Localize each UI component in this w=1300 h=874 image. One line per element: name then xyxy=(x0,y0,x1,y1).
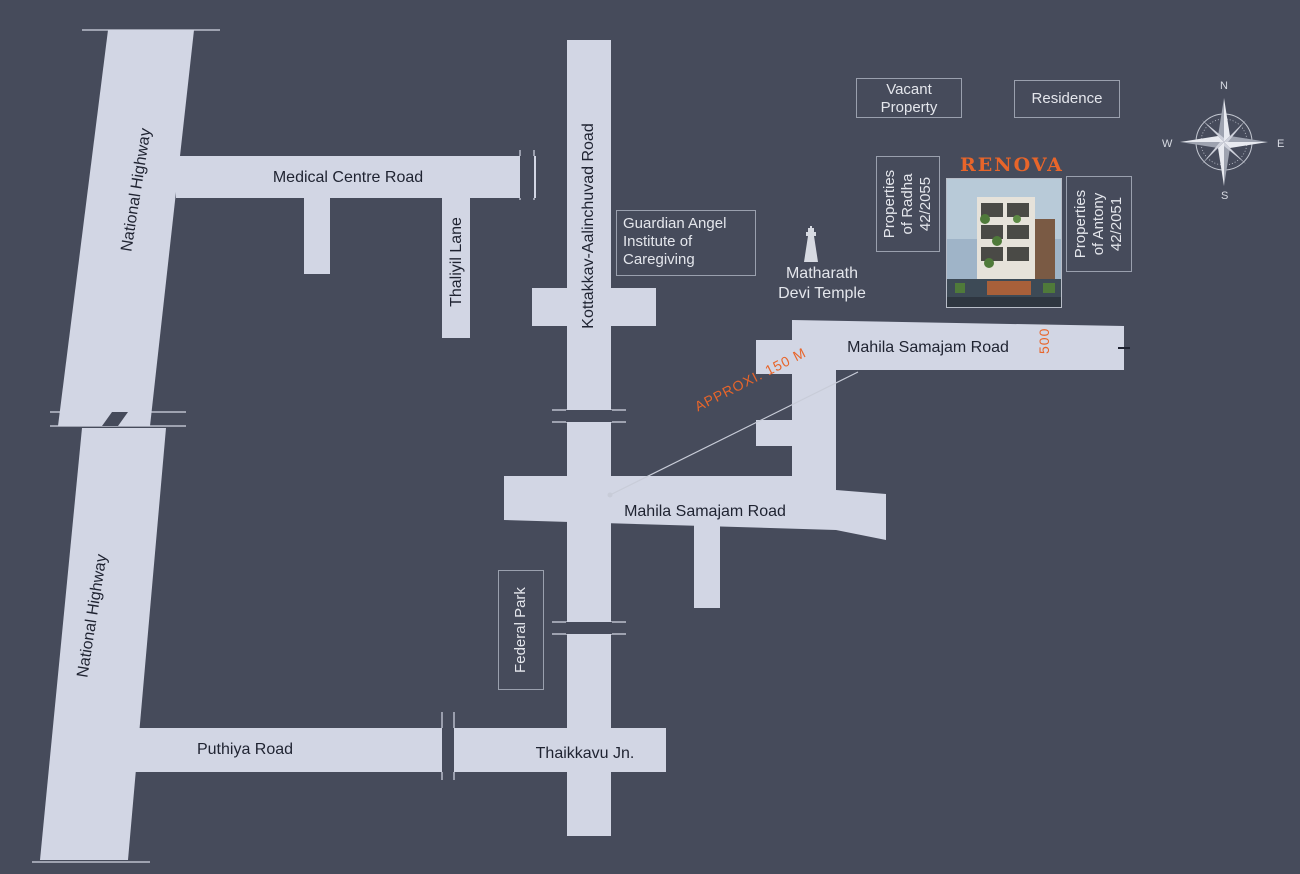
guardian-angel-line-3: Caregiving xyxy=(623,251,695,268)
national-highway-upper-road xyxy=(58,30,194,426)
thaliyil-lane-label: Thaliyil Lane xyxy=(448,217,465,307)
vacant-property-line-2: Property xyxy=(880,99,938,116)
mahila-side-stub xyxy=(756,340,796,374)
residence-label: Residence xyxy=(1031,90,1103,107)
properties-antony-box: Properties of Antony 42/2051 xyxy=(1066,176,1132,272)
vacant-property-line-1: Vacant xyxy=(886,81,932,98)
puthiya-road xyxy=(120,728,666,772)
compass-south-label: S xyxy=(1221,190,1229,202)
thaikkavu-junction-label: Thaikkavu Jn. xyxy=(535,745,635,762)
mahila-samajam-lower-label: Mahila Samajam Road xyxy=(624,503,786,520)
properties-antony-text: Properties of Antony 42/2051 xyxy=(1072,190,1126,258)
compass-west-label: W xyxy=(1162,138,1173,150)
renova-brand-label: RENOVA xyxy=(960,154,1064,176)
vacant-property-box: Vacant Property xyxy=(856,78,962,118)
mahila-samajam-upper-label: Mahila Samajam Road xyxy=(847,339,1009,356)
temple-line-2: Devi Temple xyxy=(778,285,866,302)
building-photo xyxy=(946,178,1062,308)
guardian-angel-line-1: Guardian Angel xyxy=(623,215,727,232)
federal-park-box: Federal Park xyxy=(498,570,544,690)
matharath-temple-label: Matharath Devi Temple xyxy=(752,264,892,304)
mahila-lower-stub xyxy=(694,516,720,608)
radha-line-3: 42/2055 xyxy=(917,176,934,232)
short-distance-label: 500 xyxy=(1036,327,1052,354)
antony-line-2: of Antony xyxy=(1090,192,1107,256)
radha-line-2: of Radha xyxy=(899,173,916,235)
antony-line-3: 42/2051 xyxy=(1108,196,1125,252)
properties-radha-text: Properties of Radha 42/2055 xyxy=(881,170,935,238)
temple-line-1: Matharath xyxy=(785,265,859,282)
federal-park-text: Federal Park xyxy=(512,587,530,673)
properties-radha-box: Properties of Radha 42/2055 xyxy=(876,156,940,252)
guardian-angel-box: Guardian Angel Institute of Caregiving xyxy=(616,210,756,276)
puthiya-road-label: Puthiya Road xyxy=(196,741,294,758)
kottakkav-side-stub xyxy=(532,288,656,326)
compass-north-label: N xyxy=(1220,80,1228,92)
guardian-angel-line-2: Institute of xyxy=(623,233,693,250)
compass-rose-icon xyxy=(1180,98,1268,186)
kottakkav-road xyxy=(567,40,611,836)
temple-gopuram-icon xyxy=(804,226,818,262)
national-highway-lower-road xyxy=(40,428,166,860)
mahila-side-stub-2 xyxy=(756,420,796,446)
thaliyil-lane-road xyxy=(442,196,470,338)
compass-east-label: E xyxy=(1277,138,1285,150)
medical-centre-stub xyxy=(304,196,330,274)
medical-centre-road-label: Medical Centre Road xyxy=(272,169,424,186)
residence-box: Residence xyxy=(1014,80,1120,118)
medical-centre-road xyxy=(176,156,536,198)
kottakkav-road-label: Kottakkav-Aalinchuvad Road xyxy=(580,123,597,329)
mahila-samajam-lower-road xyxy=(504,320,1124,540)
radha-line-1: Properties xyxy=(881,169,898,239)
antony-line-1: Properties xyxy=(1072,189,1089,259)
federal-park-label: Federal Park xyxy=(512,587,529,673)
